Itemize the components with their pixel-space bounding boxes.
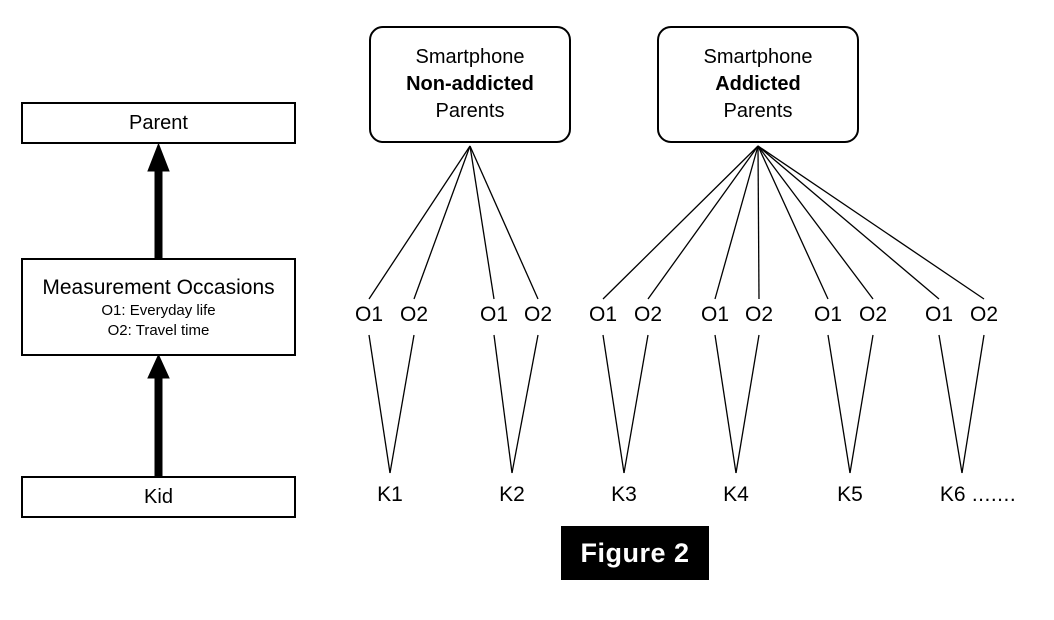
occasion-node-10: O2 — [858, 303, 888, 326]
fan-addicted — [602, 145, 985, 300]
legend-occasions-title: Measurement Occasions — [42, 275, 275, 299]
kid-node-2-text: K2 — [499, 483, 525, 506]
group-nonaddicted-line1: Smartphone — [415, 46, 525, 68]
legend-box-kid: Kid — [21, 476, 296, 518]
occasion-node-3: O1 — [479, 303, 509, 326]
occasion-node-7: O1 — [700, 303, 730, 326]
legend-parent-label: Parent — [129, 112, 188, 134]
group-addicted-line1: Smartphone — [703, 46, 813, 68]
occasion-node-5: O1 — [588, 303, 618, 326]
legend-box-measurement-occasions: Measurement Occasions O1: Everyday life … — [21, 258, 296, 356]
occasion-node-11: O1 — [924, 303, 954, 326]
occasion-node-12: O2 — [969, 303, 999, 326]
kid-node-5: K5 — [837, 484, 863, 505]
kid-node-2: K2 — [499, 484, 525, 505]
group-box-non-addicted-parents: Smartphone Non-addicted Parents — [369, 26, 571, 143]
occasion-node-2: O2 — [399, 303, 429, 326]
kid-node-1-text: K1 — [377, 483, 403, 506]
kid-node-3-text: K3 — [611, 483, 637, 506]
kid-node-4-text: K4 — [723, 483, 749, 506]
occasion-node-6: O2 — [633, 303, 663, 326]
kid-node-6: K6 ....... — [940, 484, 1016, 505]
occasion-node-9: O1 — [813, 303, 843, 326]
kid-node-1: K1 — [377, 484, 403, 505]
group-nonaddicted-line2: Non-addicted — [406, 73, 534, 95]
fan-nonaddicted — [368, 145, 539, 300]
group-box-addicted-parents: Smartphone Addicted Parents — [657, 26, 859, 143]
legend-kid-label: Kid — [144, 486, 173, 508]
legend-box-parent: Parent — [21, 102, 296, 144]
kid-node-5-text: K5 — [837, 483, 863, 506]
legend-occasion-o2: O2: Travel time — [107, 321, 210, 339]
group-addicted-line3: Parents — [723, 100, 793, 122]
occasion-node-8: O2 — [744, 303, 774, 326]
kid-node-4: K4 — [723, 484, 749, 505]
kid-node-3: K3 — [611, 484, 637, 505]
kid-connectors — [368, 334, 985, 474]
kid-node-6-text: K6 — [939, 483, 966, 506]
legend-occasion-o1: O1: Everyday life — [101, 301, 216, 319]
occasion-node-4: O2 — [523, 303, 553, 326]
group-addicted-line2: Addicted — [715, 73, 801, 95]
legend-arrow-occasions-to-parent — [147, 142, 170, 259]
occasion-node-1: O1 — [354, 303, 384, 326]
group-nonaddicted-line3: Parents — [435, 100, 505, 122]
legend-arrow-kid-to-occasions — [147, 353, 170, 477]
figure-caption: Figure 2 — [561, 526, 709, 580]
kid-node-6-trailing: ....... — [965, 483, 1017, 506]
